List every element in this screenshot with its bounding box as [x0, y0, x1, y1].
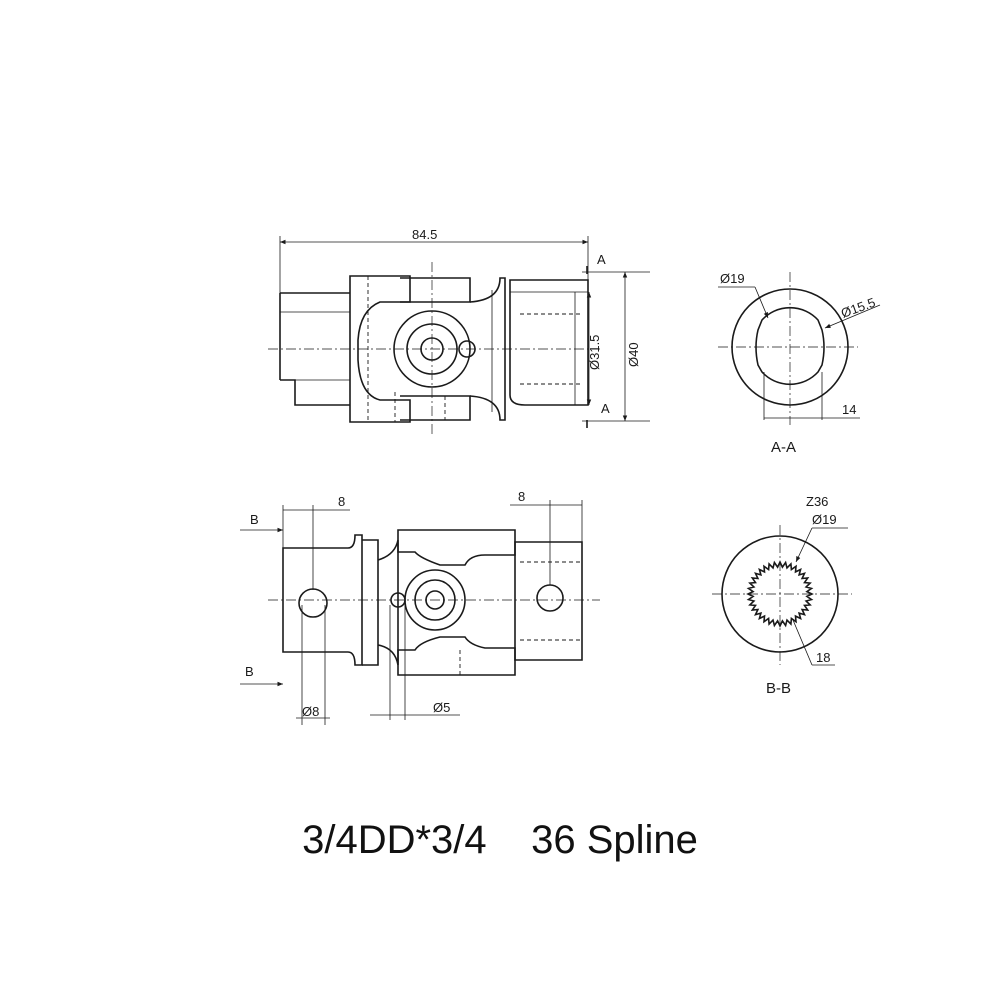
overall-length-label: 84.5: [412, 227, 437, 242]
inner-diameter-label: Ø31.5: [587, 335, 602, 370]
front-hub-outer: [393, 310, 471, 388]
front-lower-arm: [400, 395, 471, 421]
caption-spline: 36 Spline: [531, 818, 698, 862]
bb-outer-diameter-label: Ø19: [812, 512, 837, 527]
section-aa-view: Ø19 Ø15.5 14 A-A: [718, 271, 881, 456]
bb-root-diameter-label: 18: [816, 650, 830, 665]
section-b-marker-bottom: B: [245, 664, 254, 679]
side-small-hole-label: Ø5: [433, 700, 450, 715]
front-upper-arm: [400, 277, 471, 303]
side-right-offset-label: 8: [518, 489, 525, 504]
section-a-marker-top: A: [597, 252, 606, 267]
side-upper-yoke: [397, 529, 516, 566]
side-right-tube: [514, 541, 583, 661]
bb-section-label: B-B: [766, 680, 791, 697]
caption-model: 3/4DD*3/4: [302, 818, 487, 862]
section-bb-view: Z36 Ø19 18 B-B: [712, 494, 852, 697]
side-pin-hole-label: Ø8: [302, 704, 319, 719]
aa-section-label: A-A: [771, 439, 796, 456]
front-left-yoke: [349, 275, 411, 423]
front-hub-inner: [420, 337, 444, 361]
front-set-screw: [458, 340, 476, 358]
bb-teeth-label: Z36: [806, 494, 828, 509]
bb-outer-circle: [721, 535, 839, 653]
bb-spline-bore: [746, 560, 814, 628]
aa-double-d-bore: [755, 306, 825, 386]
side-pin-hole: [298, 588, 328, 618]
side-hub-outer: [404, 569, 466, 631]
front-right-tube: [509, 279, 589, 406]
front-left-shaft: [279, 292, 350, 406]
side-left-offset-label: 8: [338, 494, 345, 509]
front-hub-mid: [406, 323, 458, 375]
front-right-yoke: [469, 277, 506, 421]
front-view: 84.5 A A Ø31.5 Ø40: [268, 227, 650, 436]
aa-outer-circle: [731, 288, 849, 406]
outer-diameter-label: Ø40: [626, 342, 641, 367]
side-lower-yoke: [397, 636, 516, 676]
aa-bore-diameter-label: Ø19: [720, 271, 745, 286]
aa-flat-width-label: 14: [842, 402, 856, 417]
section-b-marker-top: B: [250, 512, 259, 527]
product-caption: 3/4DD*3/4 36 Spline: [0, 818, 1000, 863]
aa-flat-diameter-label: Ø15.5: [839, 295, 877, 321]
section-a-marker-bottom: A: [601, 401, 610, 416]
side-view: 8 8 B B Ø8 Ø5: [240, 489, 600, 725]
